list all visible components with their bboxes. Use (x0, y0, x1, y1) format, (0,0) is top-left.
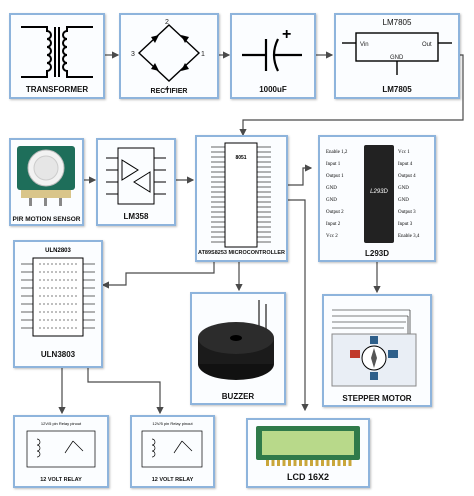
lcd-header-pin (288, 460, 291, 466)
uln-chip-icon (21, 257, 95, 337)
regulator-out: Out (422, 42, 432, 48)
arrow-mcu-uln (101, 262, 215, 289)
transformer-caption: TRANSFORMER (25, 85, 89, 94)
buzzer-caption: BUZZER (221, 392, 255, 401)
driver-chip-label: L293D (370, 189, 388, 195)
driver-caption: L293D (364, 249, 389, 258)
stepper-block: STEPPER MOTOR (322, 294, 432, 407)
l293d-left-pin: Output 2 (326, 210, 344, 215)
uln-caption: ULN3803 (40, 350, 76, 359)
arrow-uln-relay2 (87, 368, 164, 415)
l293d-left-pin: Input 1 (326, 162, 341, 167)
lm358-opamp-icon (106, 147, 166, 205)
l293d-right-pin: GND (398, 198, 409, 203)
lcd-header-pin (326, 460, 330, 466)
l293d-right-pin: Input 3 (398, 222, 413, 227)
uln-chip-label: ULN2803 (45, 248, 71, 254)
lcd-header-pin (321, 460, 324, 466)
rectifier-pin-1: 1 (201, 51, 205, 58)
l293d-left-pin: GND (326, 186, 337, 191)
l293d-left-pin: Output 1 (326, 174, 344, 179)
relay2-circuit-icon (141, 430, 203, 468)
lcd-header-pin (282, 460, 286, 466)
l293d-right-pin: Vcc 1 (398, 150, 410, 155)
relay2-block: 12V/5 pin Relay pinout 12 VOLT RELAY (130, 415, 215, 488)
lcd-header-pin (293, 460, 297, 466)
stepper-motor-icon (331, 309, 417, 387)
stepper-caption: STEPPER MOTOR (342, 394, 412, 403)
lcd-header-pin (299, 460, 302, 466)
lcd-caption: LCD 16X2 (286, 472, 330, 482)
relay1-block: 12V/5 pin Relay pinout 12 VOLT RELAY (13, 415, 109, 488)
lcd-block: LCD 16X2 (246, 418, 370, 488)
transformer-symbol-icon (21, 26, 93, 78)
relay1-title: 12V/5 pin Relay pinout (40, 421, 82, 426)
l293d-left-pin: Vcc 2 (326, 234, 338, 239)
regulator-caption: LM7805 (382, 85, 412, 94)
relay2-title: 12V/5 pin Relay pinout (152, 421, 193, 426)
regulator-chip-label: LM7805 (382, 18, 412, 27)
arrow-mcu-lcd (288, 199, 309, 412)
pir-caption: PIR MOTION SENSOR (12, 216, 81, 223)
rectifier-pin-4: 4 (165, 86, 169, 93)
l293d-left-pin: Enable 1,2 (326, 150, 348, 155)
bridge-rectifier-icon: 2 3 4 1 (131, 19, 205, 93)
mcu-chip-label: 8051 (235, 155, 247, 161)
l293d-right-pin: Output 4 (398, 174, 416, 179)
lcd-header-pin (348, 460, 352, 466)
capacitor-caption: 1000uF (259, 85, 287, 94)
regulator-vin: Vin (360, 42, 369, 48)
relay1-circuit-icon (26, 430, 96, 468)
opamp-block: LM358 (96, 138, 176, 226)
regulator-block: LM7805 Vin Out GND LM7805 (334, 13, 460, 99)
mcu-chip-icon (211, 142, 271, 248)
relay2-caption: 12 VOLT RELAY (151, 477, 194, 483)
rectifier-pin-3: 3 (131, 51, 135, 58)
rectifier-pin-2: 2 (165, 19, 169, 26)
lcd-header-pin (332, 460, 335, 466)
l293d-left-pin: Input 2 (326, 222, 341, 227)
lcd-header-pin (343, 460, 346, 466)
l293d-left-pin: GND (326, 198, 337, 203)
opamp-caption: LM358 (123, 212, 149, 221)
capacitor-polarity: + (282, 26, 291, 43)
regulator-gnd: GND (390, 55, 404, 61)
rectifier-caption: RECTIFIER (150, 88, 188, 95)
mcu-caption: AT89S8253 MICROCONTROLLER (198, 250, 285, 256)
l293d-right-pin: Output 3 (398, 210, 416, 215)
lcd-header-pin (266, 460, 269, 466)
lcd-header-pin (310, 460, 313, 466)
rectifier-block: 2 3 4 1 RECTIFIER (119, 13, 219, 99)
lcd-header-pin (315, 460, 319, 466)
l293d-right-pin: Input 4 (398, 162, 413, 167)
lcd-header-pin (304, 460, 308, 466)
uln-block: ULN2803 ULN3803 (13, 240, 103, 368)
l293d-right-pin: Enable 3,4 (398, 234, 420, 239)
relay1-caption: 12 VOLT RELAY (40, 477, 82, 483)
lcd-header-pin (271, 460, 275, 466)
pir-block: PIR MOTION SENSOR (9, 138, 84, 226)
pir-sensor-icon (17, 146, 75, 206)
capacitor-symbol-icon: + (242, 26, 302, 72)
capacitor-block: + 1000uF (230, 13, 316, 99)
l293d-chip-body: L293D (364, 145, 394, 243)
lcd-header-pin (337, 460, 341, 466)
transformer-block: TRANSFORMER (9, 13, 105, 99)
buzzer-icon (198, 300, 274, 380)
buzzer-block: BUZZER (190, 292, 286, 405)
arrow-regulator-mcu (239, 54, 464, 137)
mcu-block: 8051 AT89S8253 MICROCONTROLLER (195, 135, 288, 262)
lcd-module-icon (256, 426, 360, 466)
l293d-right-pin: GND (398, 186, 409, 191)
arrow-mcu-driver (287, 164, 313, 186)
regulator-symbol-icon: Vin Out GND (342, 32, 452, 75)
lcd-header-pin (277, 460, 280, 466)
